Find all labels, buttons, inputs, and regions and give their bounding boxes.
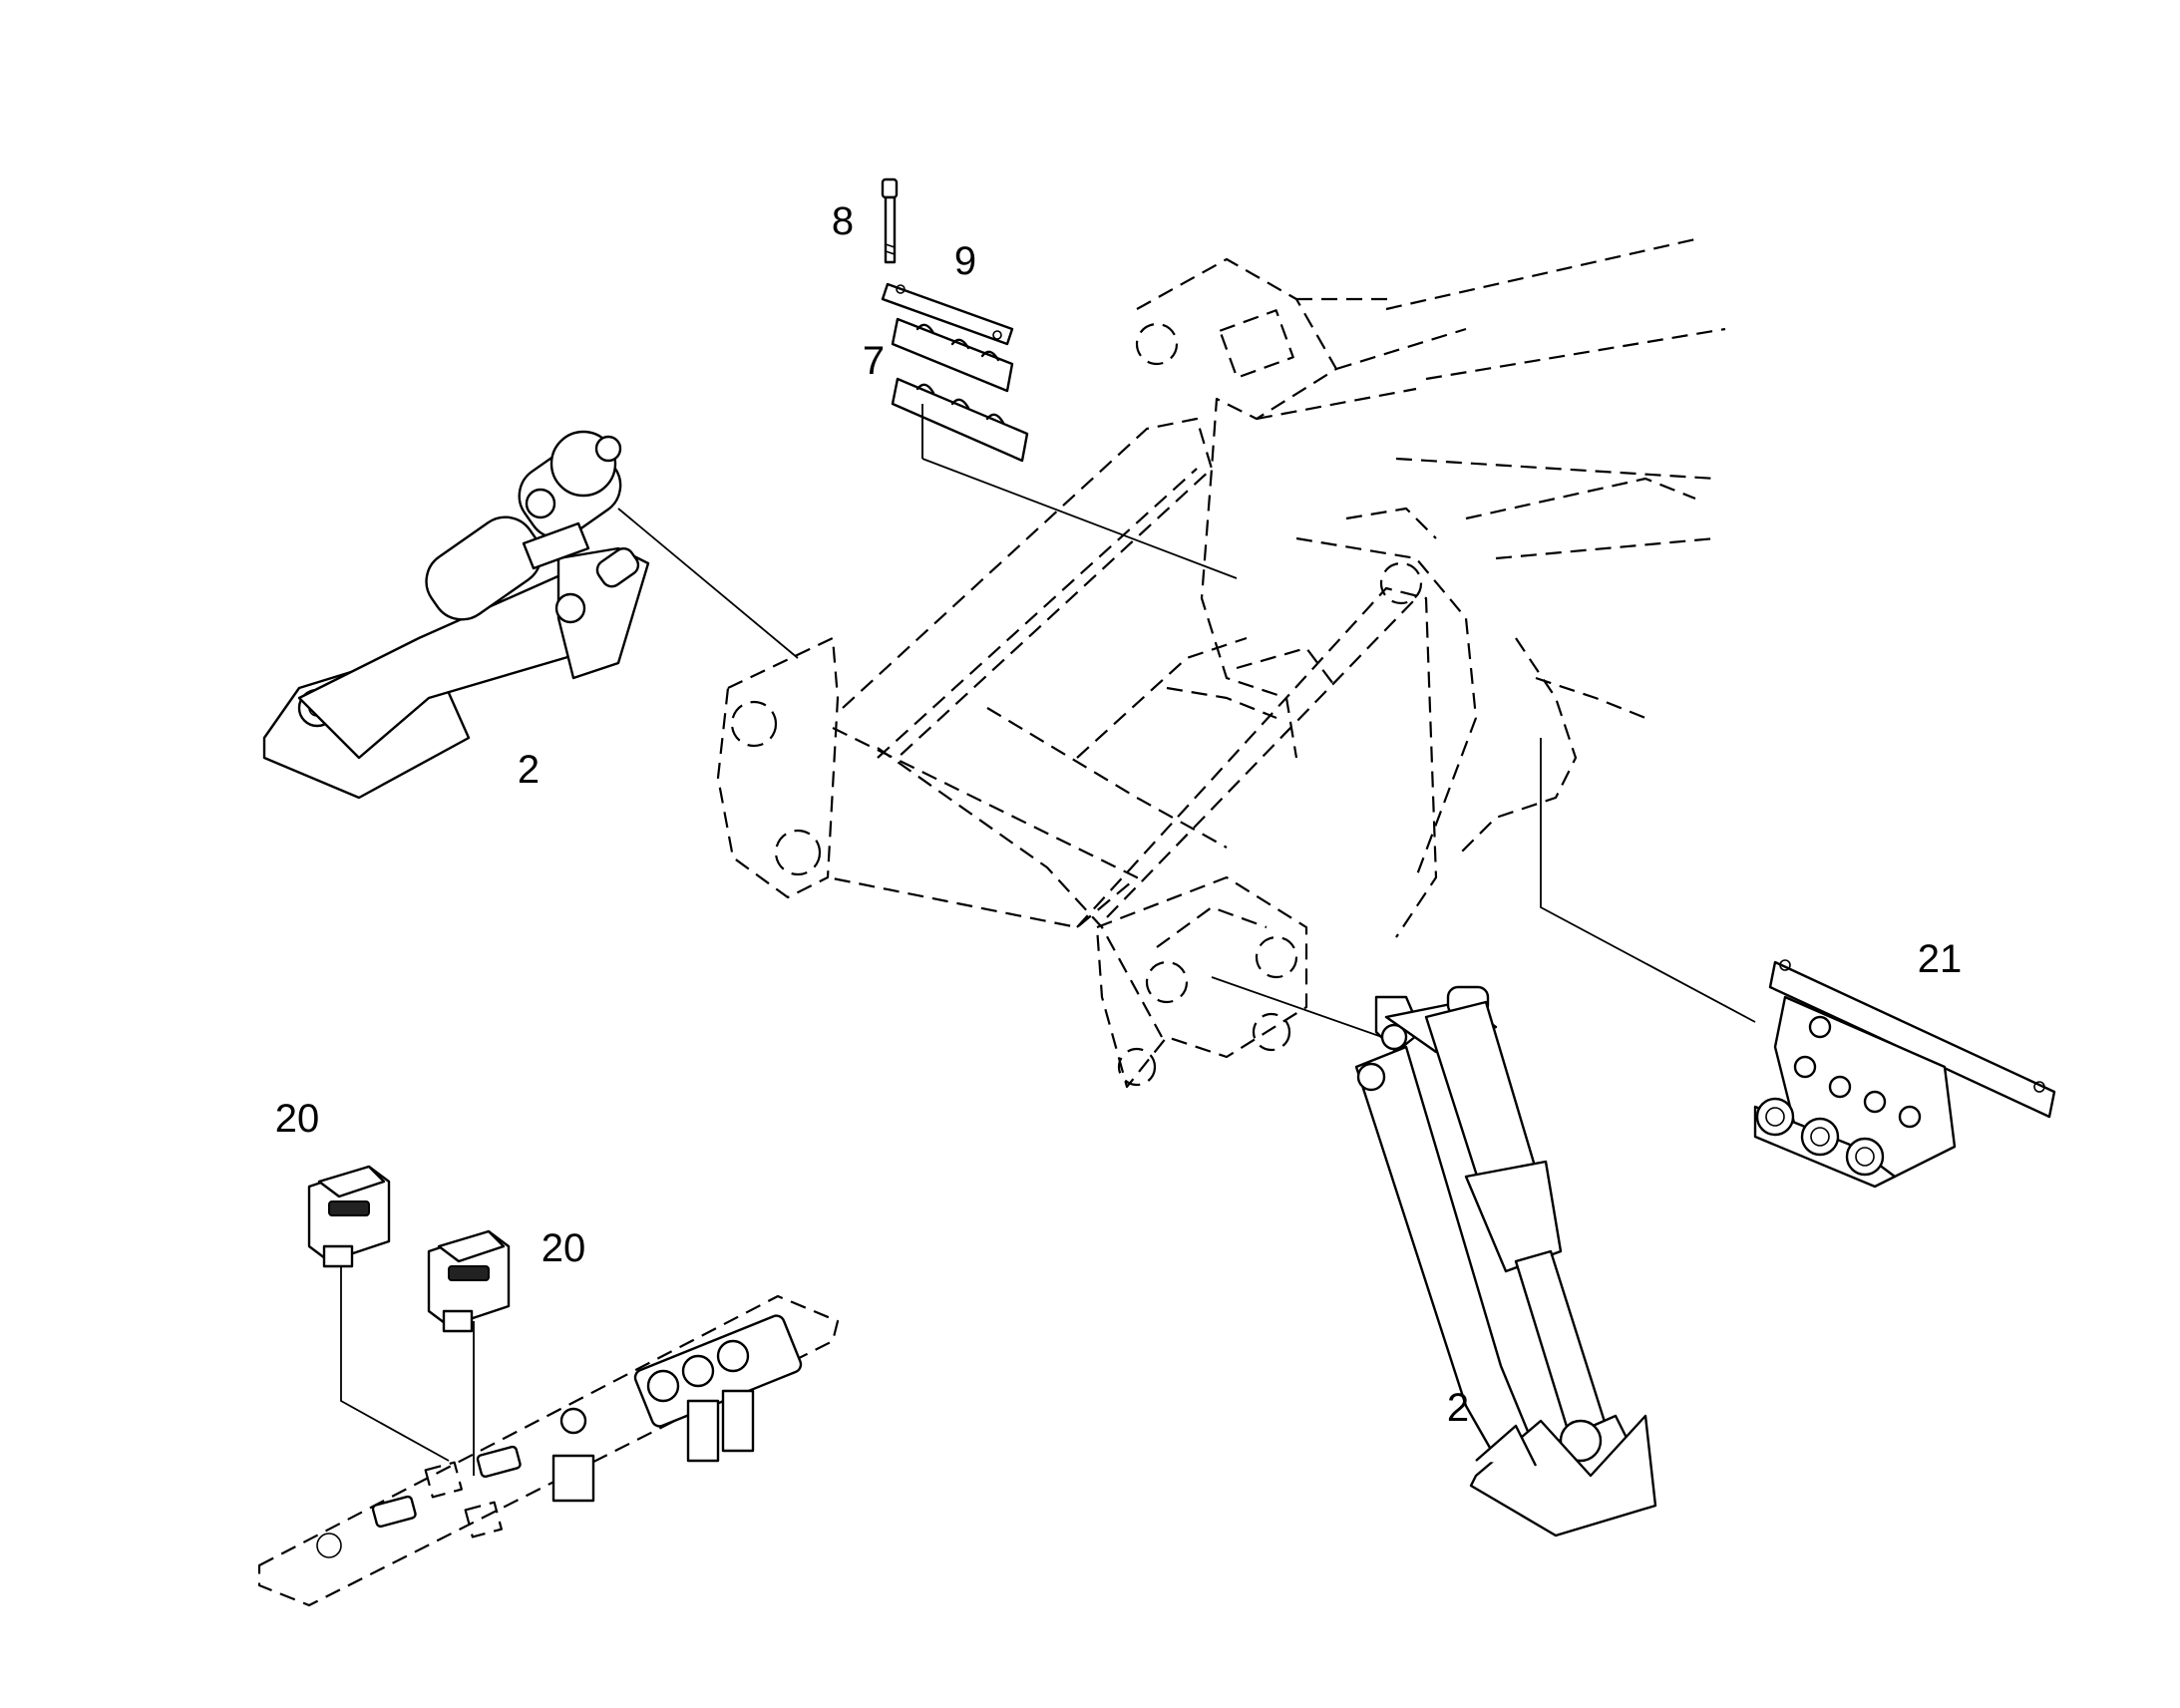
callout-20-right: 20: [542, 1226, 586, 1270]
rocker-switch-20-right: [427, 1229, 511, 1333]
callout-2-upper: 2: [518, 748, 540, 792]
callout-20-left: 20: [275, 1097, 320, 1141]
rocker-switch-20-left: [307, 1165, 391, 1268]
valve-block-21: [1753, 959, 2056, 1189]
leader-lines: [340, 399, 1756, 1476]
loader-frame-outline: [716, 237, 1726, 1089]
stabilizer-cylinder-2-lower: [1354, 985, 1657, 1537]
clamp-block-7: [891, 317, 1029, 463]
clamp-plate-9: [881, 282, 1014, 346]
callout-2-lower: 2: [1447, 1386, 1469, 1430]
callout-21: 21: [1918, 937, 1963, 981]
callout-9: 9: [954, 239, 976, 283]
callout-7: 7: [863, 339, 885, 383]
switch-panel: [257, 1294, 840, 1607]
bolt-8: [881, 177, 899, 264]
callout-8: 8: [832, 199, 854, 243]
stabilizer-cylinder-2-upper: [262, 430, 650, 800]
